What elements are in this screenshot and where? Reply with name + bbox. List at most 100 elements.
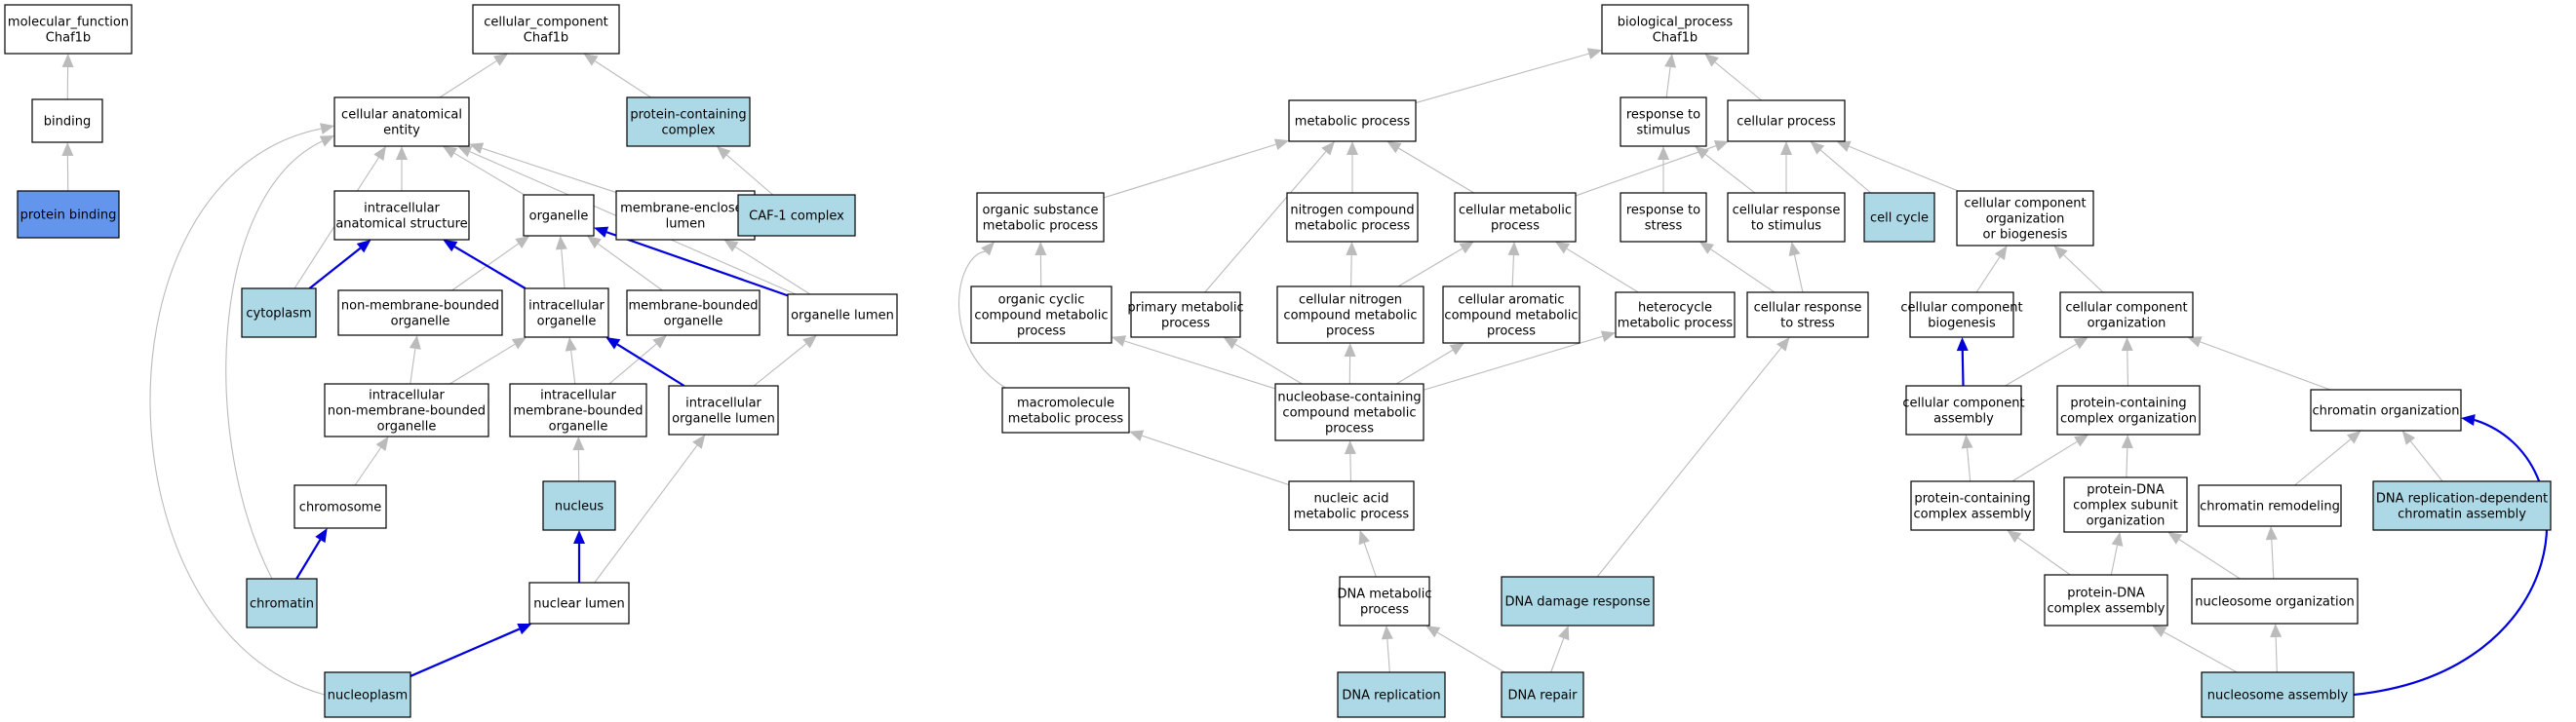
- edge-ias-to-cae-arrowhead: [396, 146, 408, 160]
- go-term-label-line: complex organization: [2060, 412, 2197, 427]
- go-term-cellcycle: cell cycle: [1863, 192, 1935, 243]
- go-term-binding: binding: [31, 98, 103, 143]
- go-term-box: [1288, 480, 1415, 531]
- edge-caf1-to-pcc: [726, 154, 774, 196]
- go-term-label-line: to stimulus: [1751, 219, 1821, 234]
- go-term-label-line: protein binding: [20, 209, 117, 223]
- edge-cmp-to-metab-arrowhead: [1386, 141, 1402, 154]
- edge-namp-to-nbccmp: [1349, 453, 1352, 482]
- edge-cmp-to-metab: [1398, 147, 1475, 194]
- go-term-box: [1956, 190, 2094, 247]
- edge-ccb-to-ccob: [1975, 256, 2001, 293]
- go-term-label-line: organelle: [549, 420, 608, 435]
- edge-metab-to-bp_root-arrowhead: [1586, 48, 1602, 59]
- go-term-label-line: compound metabolic: [1282, 406, 1416, 421]
- go-term-label-line: nucleus: [555, 500, 604, 514]
- edge-nucasm-to-nucorg: [2275, 636, 2278, 673]
- go-term-label-line: cellular component: [1964, 197, 2086, 211]
- edge-metab-to-bp_root: [1415, 53, 1589, 104]
- go-term-label-line: response to: [1626, 108, 1700, 123]
- go-term-box: [17, 190, 120, 239]
- go-term-label-line: process: [1017, 324, 1066, 339]
- edge-binding-to-mf_root-arrowhead: [61, 54, 74, 68]
- go-term-metab: metabolic process: [1288, 99, 1417, 142]
- go-term-label-line: organelle lumen: [791, 309, 894, 323]
- edge-nucorg-to-chromrem-arrowhead: [2265, 526, 2278, 541]
- go-term-label-line: Chaf1b: [46, 31, 91, 46]
- go-term-caf1: CAF-1 complex: [737, 194, 856, 237]
- edge-nucleus-to-imbo-arrowhead: [572, 437, 585, 451]
- edge-nbccmp-to-pmp: [1234, 343, 1303, 385]
- edge-cacmp-to-cmp-arrowhead: [1507, 242, 1520, 256]
- edge-imbo-to-mbo: [608, 343, 657, 385]
- go-term-box: [2191, 578, 2359, 625]
- go-term-label-line: nitrogen compound: [1290, 204, 1414, 218]
- go-term-label-line: protein-DNA: [2067, 587, 2145, 601]
- edge-ol-to-cae-arrowhead: [457, 146, 473, 158]
- edge-namp-to-nbccmp-arrowhead: [1344, 440, 1356, 455]
- edge-crts-to-rts-arrowhead: [1695, 146, 1709, 160]
- edge-crtstress-to-crts: [1793, 254, 1804, 293]
- edge-ncmp-to-metab-arrowhead: [1347, 141, 1358, 155]
- go-term-box: [1501, 671, 1584, 718]
- edge-nucasm-to-chromorg: [2353, 418, 2549, 697]
- go-term-label-line: cytoplasm: [246, 307, 311, 322]
- edge-pcca-to-pcco: [2011, 440, 2078, 482]
- edge-dnamp-to-namp: [1363, 543, 1377, 578]
- edge-ddr-to-crtstress-arrowhead: [1776, 337, 1790, 352]
- edge-pmp-to-metab-arrowhead: [1321, 141, 1335, 156]
- edge-nucasm-to-pdca-arrowhead: [2152, 626, 2167, 638]
- edge-nucasm-to-nucorg-arrowhead: [2270, 624, 2283, 638]
- go-term-box: [1727, 99, 1846, 142]
- edge-imbo-to-io-arrowhead: [565, 337, 577, 352]
- edge-cncmp-to-cmp: [1397, 247, 1463, 287]
- edge-nbccmp-to-hmp-arrowhead: [1600, 330, 1616, 343]
- go-term-label-line: nucleoplasm: [328, 689, 408, 703]
- edge-cncmp-to-ncmp: [1350, 254, 1352, 287]
- edge-ccob-to-cellproc-arrowhead: [1836, 140, 1852, 152]
- edge-chromrem-to-chromorg: [2294, 438, 2352, 486]
- go-term-box: [1288, 99, 1417, 142]
- go-term-label-line: complex assembly: [2048, 602, 2166, 617]
- go-term-label-line: organization: [2088, 317, 2166, 331]
- edge-pdca-to-pcca: [2017, 537, 2071, 576]
- go-term-box: [246, 578, 318, 628]
- go-term-label-line: to stress: [1780, 317, 1835, 331]
- edge-ol-to-mel: [734, 247, 811, 295]
- edge-pcco-to-cco-arrowhead: [2121, 337, 2133, 352]
- go-term-label-line: cellular response: [1733, 204, 1841, 218]
- go-term-label-line: metabolic process: [1295, 219, 1411, 234]
- go-term-label-line: chromosome: [299, 501, 381, 515]
- go-term-box: [1337, 671, 1446, 718]
- go-term-label-line: intracellular: [540, 389, 616, 403]
- edge-pdca-to-pcca-arrowhead: [2007, 530, 2022, 543]
- edge-nbccmp-to-pmp-arrowhead: [1223, 337, 1238, 350]
- edge-cytoplasm-to-ias: [308, 247, 362, 289]
- edge-cca-to-cco-arrowhead: [2073, 337, 2088, 350]
- go-term-box: [970, 285, 1112, 344]
- go-term-label-line: response to: [1626, 204, 1700, 218]
- edge-io-to-ias: [453, 246, 527, 289]
- go-term-nucorg: nucleosome organization: [2191, 578, 2359, 625]
- go-term-box: [787, 293, 898, 336]
- edge-rtstress-to-rts-arrowhead: [1658, 146, 1669, 160]
- go-term-label-line: biogenesis: [1928, 317, 1996, 331]
- edge-imbo-to-mbo-arrowhead: [652, 335, 667, 349]
- go-term-label-line: CAF-1 complex: [749, 209, 844, 224]
- edge-nucleoplasm-to-cae-arrowhead: [320, 123, 334, 134]
- go-term-label-line: cellular nitrogen: [1299, 293, 1402, 308]
- go-term-box: [324, 671, 411, 718]
